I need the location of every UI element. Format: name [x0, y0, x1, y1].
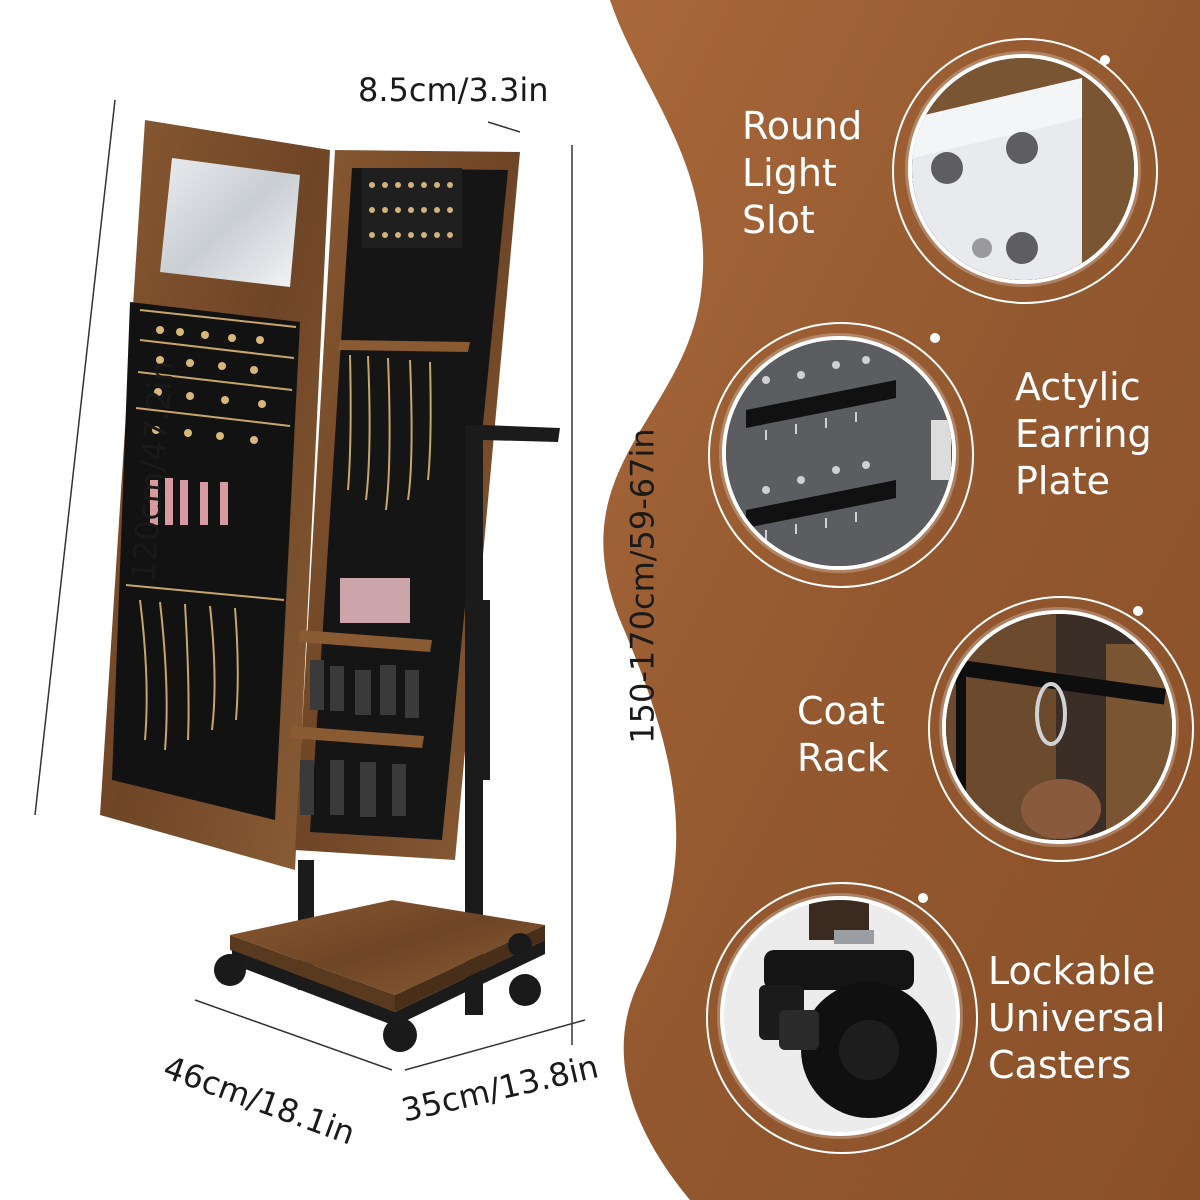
feature-ring — [708, 322, 974, 588]
feature-line: Earring — [1015, 412, 1152, 456]
ring-dot — [918, 893, 928, 903]
jewelry-cabinet-illustration — [34, 99, 586, 1071]
cabinet-body — [290, 150, 520, 860]
round-light-slot-image — [908, 54, 1138, 284]
feature-line: Actylic — [1015, 365, 1141, 409]
ring-dot — [1100, 55, 1110, 65]
base-platform — [230, 900, 545, 1026]
feature-line: Lockable — [988, 949, 1156, 993]
feature-line: Coat — [797, 689, 885, 733]
feature-line: Slot — [742, 198, 815, 242]
feature-line: Light — [742, 151, 837, 195]
earring-plate-icon — [726, 340, 952, 566]
feature-ring — [706, 882, 978, 1154]
caster-wheel-image — [720, 896, 960, 1136]
feature-coat-rack-text: Coat Rack — [797, 688, 889, 782]
feature-casters-text: Lockable Universal Casters — [988, 948, 1166, 1089]
feature-round-light-slot-text: Round Light Slot — [742, 103, 862, 244]
casters — [214, 933, 541, 1052]
feature-line: Round — [742, 104, 863, 148]
dimension-lines — [34, 99, 586, 1071]
feature-line: Casters — [988, 1043, 1132, 1087]
ring-dot — [930, 333, 940, 343]
caster-wheel-icon — [724, 900, 956, 1132]
ring-dot — [1133, 606, 1143, 616]
open-door — [100, 120, 330, 870]
feature-ring — [892, 38, 1158, 304]
door-mirror — [160, 158, 300, 287]
coat-rack-icon — [946, 614, 1172, 840]
feature-line: Universal — [988, 996, 1166, 1040]
total-height-dimension-label: 150-170cm/59-67in — [623, 428, 662, 744]
light-slot-icon — [912, 58, 1134, 280]
feature-ring — [928, 596, 1194, 862]
feature-line: Rack — [797, 736, 889, 780]
coat-rack-image — [942, 610, 1176, 844]
feature-earring-plate-text: Actylic Earring Plate — [1015, 364, 1152, 505]
earring-plate-image — [722, 336, 956, 570]
depth-dimension-label: 8.5cm/3.3in — [358, 71, 549, 109]
feature-line: Plate — [1015, 459, 1111, 503]
